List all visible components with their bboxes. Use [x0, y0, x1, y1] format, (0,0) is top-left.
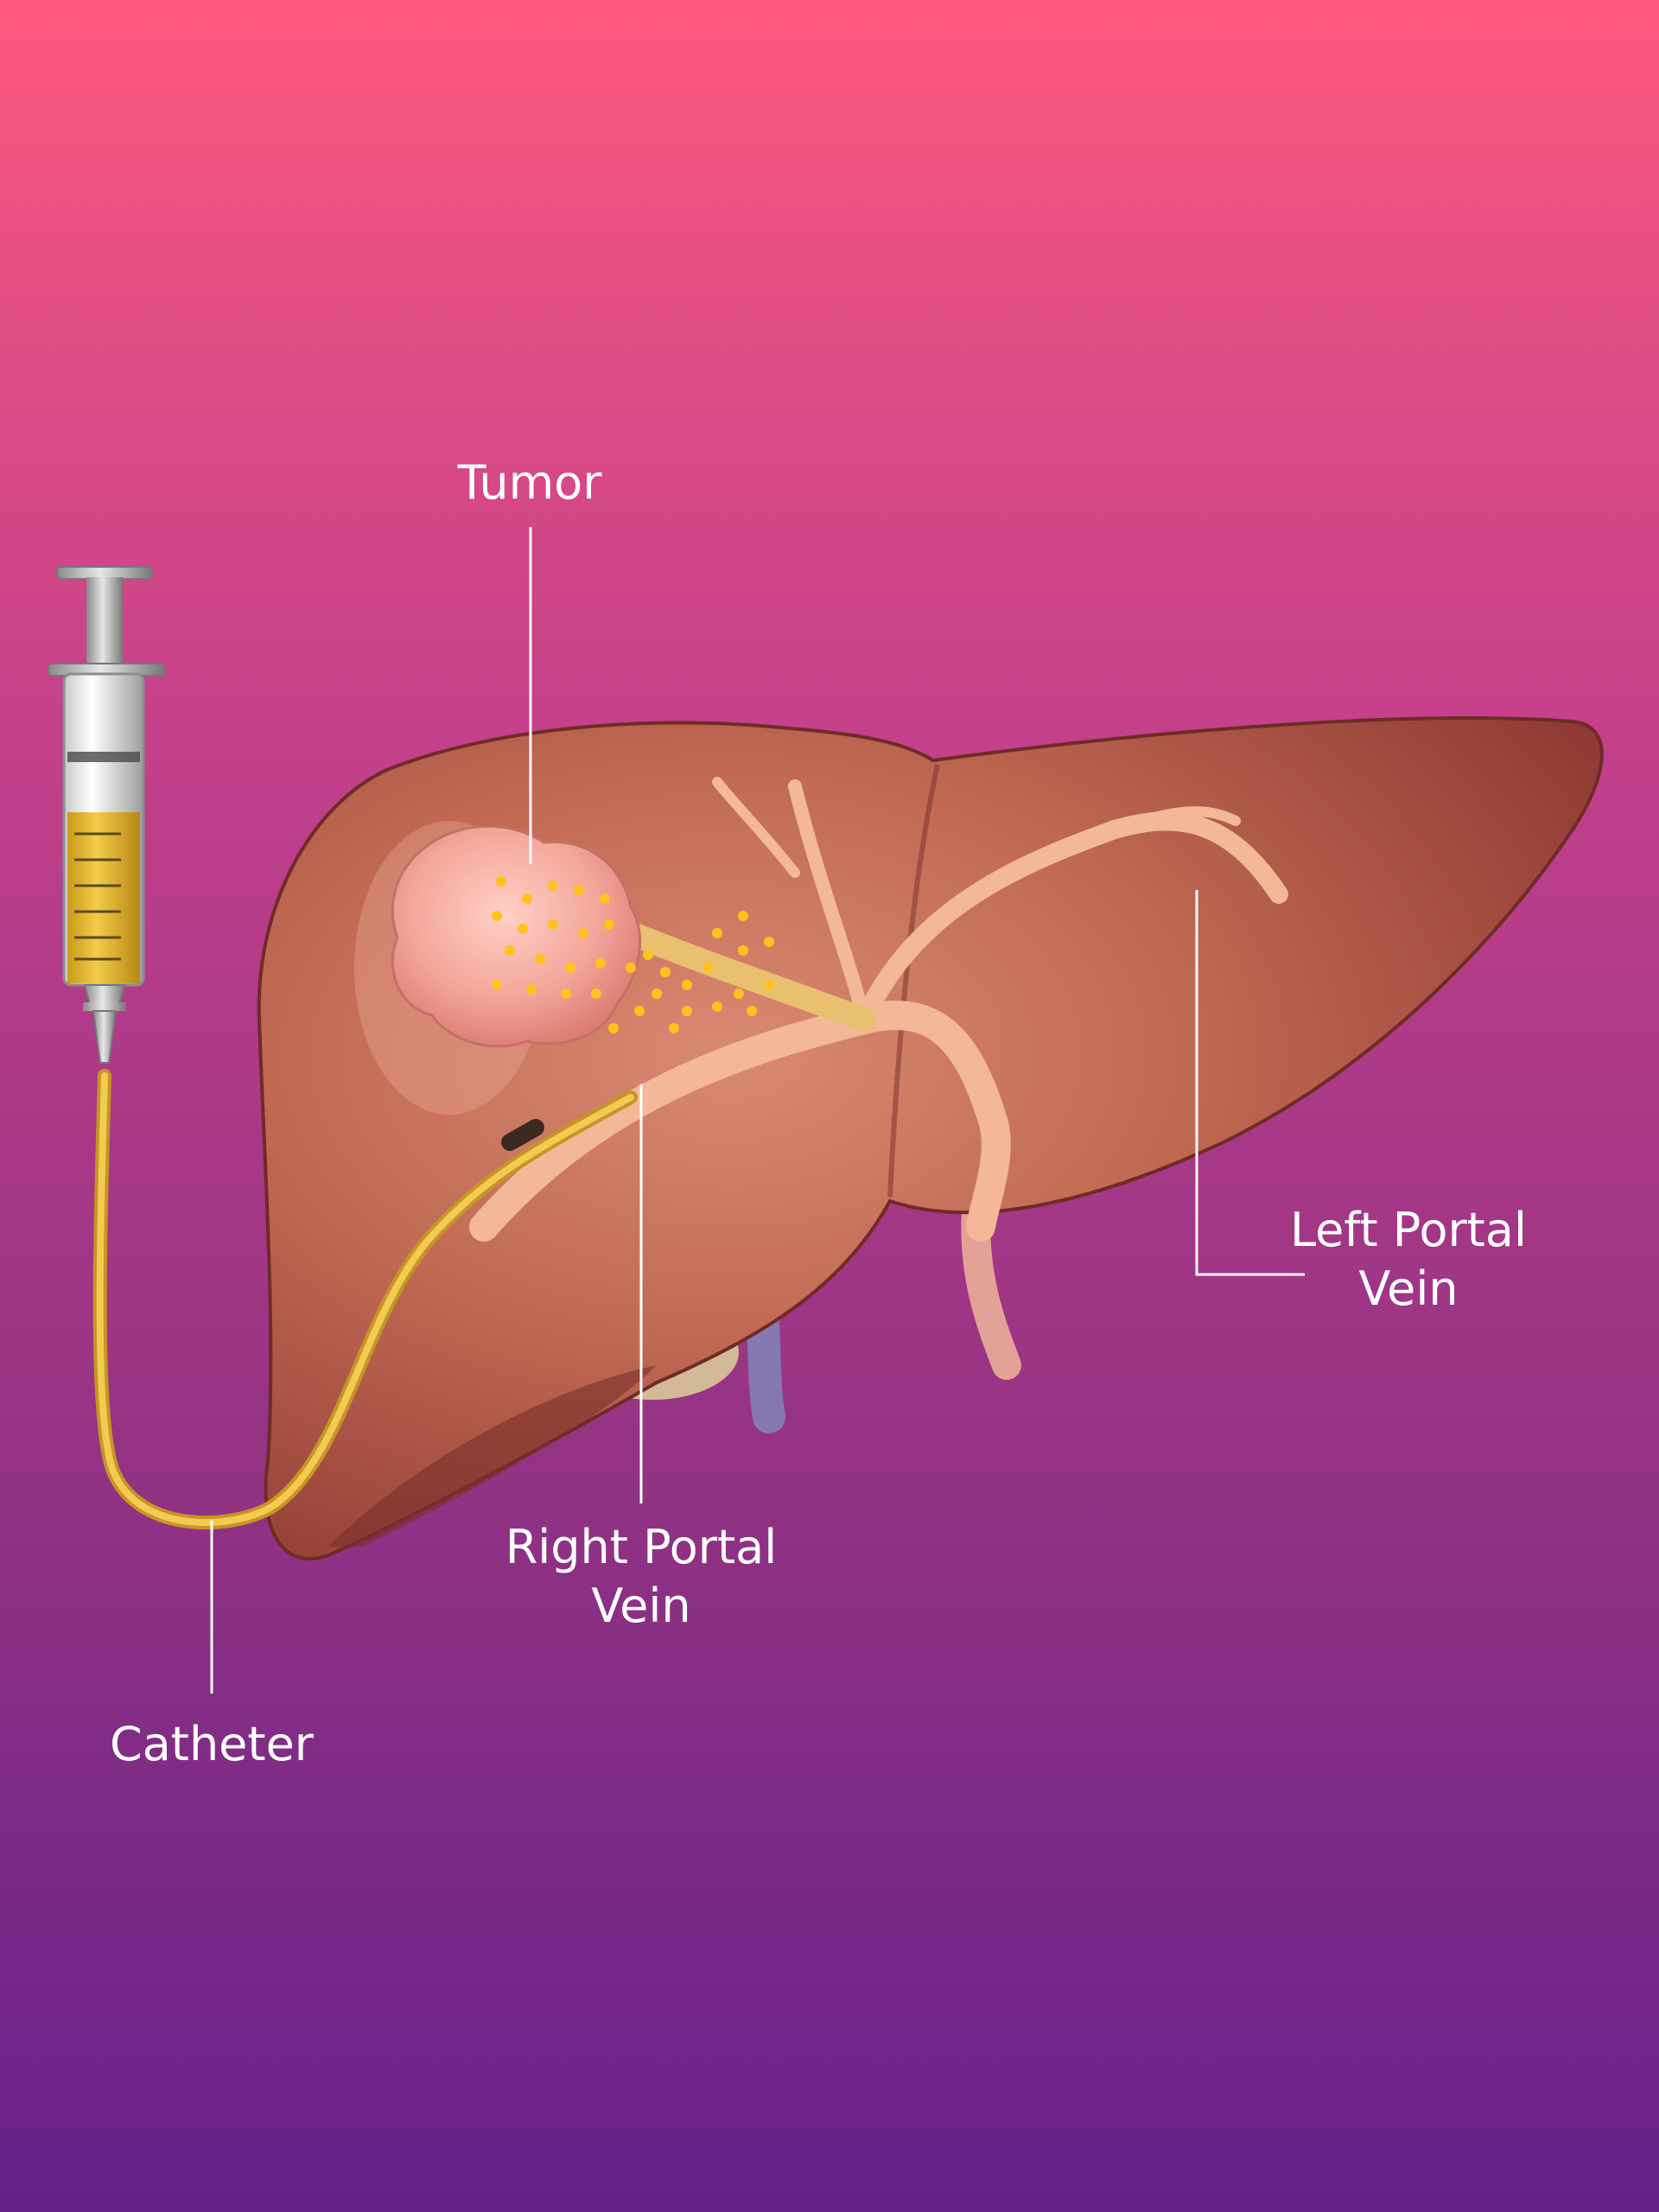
right-portal-vein-label-line2: Vein [591, 1579, 691, 1633]
catheter [92, 1069, 638, 1530]
leader-lines [210, 527, 1305, 1694]
right-portal-vein-label: Right Portal Vein [477, 1518, 805, 1636]
left-portal-vein-label-line2: Vein [1358, 1262, 1459, 1316]
tumor-label: Tumor [400, 454, 659, 512]
left-portal-vein-label-line1: Left Portal [1290, 1203, 1527, 1257]
tumor [391, 824, 774, 1048]
catheter-label: Catheter [86, 1715, 337, 1774]
right-portal-vein-label-line1: Right Portal [505, 1520, 778, 1574]
tumor-label-text: Tumor [457, 455, 602, 510]
left-portal-vein-label: Left Portal Vein [1244, 1201, 1573, 1319]
syringe [48, 566, 165, 1064]
catheter-label-text: Catheter [109, 1717, 314, 1771]
portal-veins [469, 777, 1288, 1242]
